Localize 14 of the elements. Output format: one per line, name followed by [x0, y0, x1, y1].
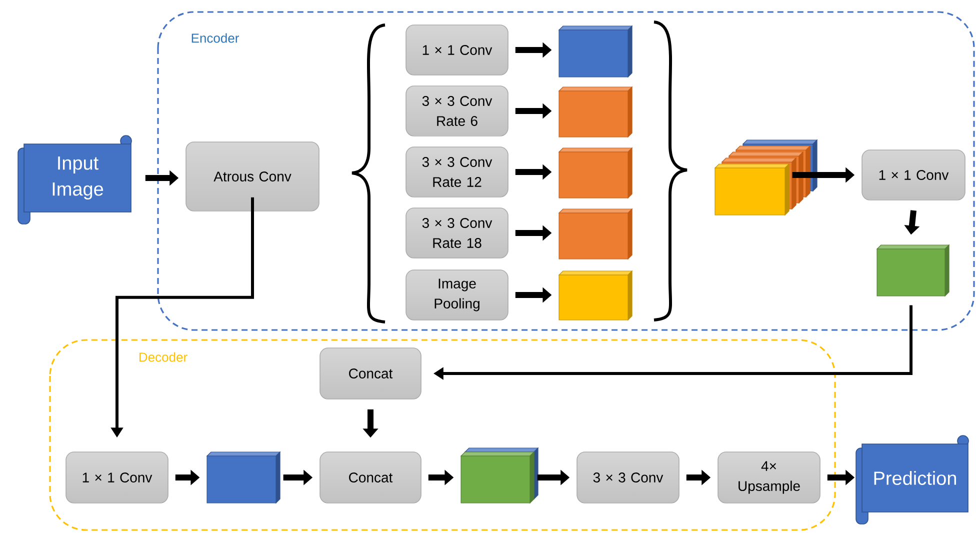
process-box: 3 × 3 Conv	[576, 452, 680, 504]
process-box: Concat	[320, 348, 422, 400]
process-box: 3 × 3 Conv Rate 12	[406, 146, 508, 198]
process-box: 1 × 1 Conv	[66, 452, 168, 504]
process-box: 3 × 3 Conv Rate 18	[406, 208, 508, 258]
process-box: Concat	[320, 452, 422, 504]
process-box: 4× Upsample	[718, 452, 820, 504]
region-label: Encoder	[192, 33, 239, 43]
region-label: Decoder	[140, 352, 188, 362]
process-box: 1 × 1 Conv	[862, 150, 966, 200]
process-box: 1 × 1 Conv	[406, 24, 508, 76]
process-box: 3 × 3 Conv Rate 6	[406, 86, 508, 136]
process-box: Atrous Conv	[186, 142, 320, 212]
process-box: Image Pooling	[406, 270, 508, 320]
